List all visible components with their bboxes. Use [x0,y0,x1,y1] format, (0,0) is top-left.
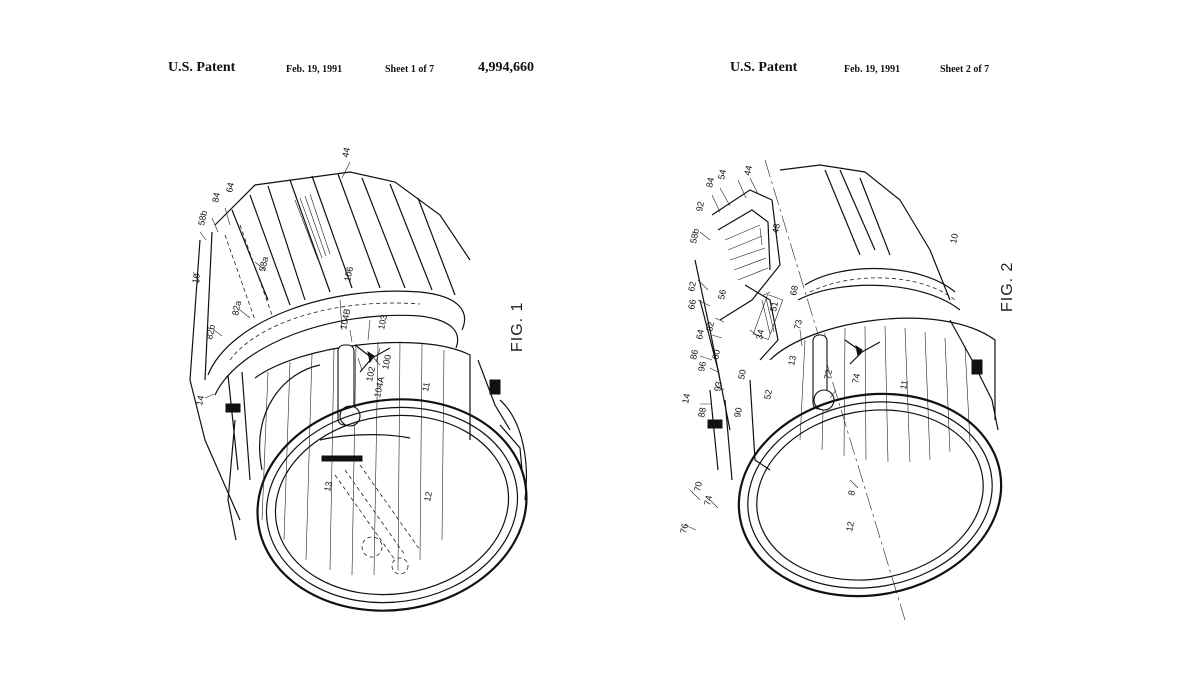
patent-sheet-1: U.S. Patent Feb. 19, 1991 Sheet 1 of 7 4… [168,60,534,612]
ref-12: 12 [844,521,856,533]
ref-44: 44 [742,165,754,177]
patent-date: Feb. 19, 1991 [286,64,343,75]
ref-66: 66 [686,299,698,311]
ref-58b: 58b [688,228,701,245]
ref-54: 54 [716,169,728,181]
ref-70: 70 [692,481,704,493]
ref-76: 76 [678,523,690,535]
ref-64: 64 [694,329,706,341]
ref-72: 72 [822,369,834,381]
centerline [764,159,906,621]
exit-ring [737,392,1003,598]
ref-73: 73 [792,319,804,331]
ref-104B: 104B [338,308,352,331]
ref-44: 44 [340,147,352,159]
patent-label: U.S. Patent [730,60,798,75]
ref-74b: 74 [702,495,714,507]
patent-label: U.S. Patent [168,60,236,75]
ref-14: 14 [194,395,206,407]
ref-10: 10 [190,273,202,285]
ref-11: 11 [420,381,432,392]
nozzle-body [779,164,961,311]
ref-58b: 58b [196,210,209,227]
ref-51: 51 [768,301,780,313]
ref-90: 90 [732,407,744,419]
ref-60: 60 [710,349,722,361]
ref-62: 62 [686,281,698,293]
ref-82b: 82b [204,324,217,341]
sheet-number: Sheet 1 of 7 [385,64,435,75]
fig2-ref-labels: 84 54 44 92 58b 48 10 62 66 56 68 73 82 … [678,165,960,535]
fig2-drawing: 84 54 44 92 58b 48 10 62 66 56 68 73 82 … [678,159,1016,621]
ref-68: 68 [788,285,800,297]
ref-8: 8 [846,489,857,496]
ref-106: 106 [342,266,355,283]
ref-104A: 104A [372,376,386,399]
ref-13: 13 [322,481,334,493]
ref-86: 86 [688,349,700,361]
ref-14: 14 [680,393,692,405]
ref-93: 93 [712,381,724,393]
fig1-drawing: 44 84 64 58b 10 58a 82a 82b 14 106 104B … [189,147,528,612]
ref-34: 34 [754,329,766,341]
ref-82: 82 [704,321,716,333]
ref-100: 100 [380,354,393,371]
fig2-label: FIG. 2 [999,262,1016,312]
ref-64: 64 [224,182,236,194]
patent-sheet-2: U.S. Patent Feb. 19, 1991 Sheet 2 of 7 [600,0,1200,675]
sheet-number: Sheet 2 of 7 [940,64,990,75]
patent-date: Feb. 19, 1991 [844,64,901,75]
ref-56: 56 [716,289,728,301]
ref-12: 12 [422,491,434,503]
ref-48: 48 [770,223,782,235]
ref-84: 84 [210,192,222,204]
ref-82a: 82a [230,300,243,317]
fig1-ref-labels: 44 84 64 58b 10 58a 82a 82b 14 106 104B … [190,147,434,503]
cutaway-flaps [694,189,784,431]
sync-ring [207,290,466,396]
patent-number: 4,994,660 [478,60,534,75]
ref-102: 102 [364,366,377,383]
ref-11: 11 [898,379,910,390]
ref-13: 13 [786,355,798,367]
ref-84: 84 [704,177,716,189]
ref-10: 10 [948,233,960,245]
exit-ring [256,364,528,612]
ref-74: 74 [850,373,862,385]
ref-50: 50 [736,369,748,381]
ref-92: 92 [694,201,706,213]
flap-array [214,171,471,321]
actuators [225,359,523,541]
ref-58a: 58a [257,256,270,273]
ref-96: 96 [696,361,708,373]
ref-88: 88 [696,407,708,419]
ref-103: 103 [376,314,389,331]
fig1-label: FIG. 1 [509,302,526,352]
ref-52: 52 [762,389,774,401]
